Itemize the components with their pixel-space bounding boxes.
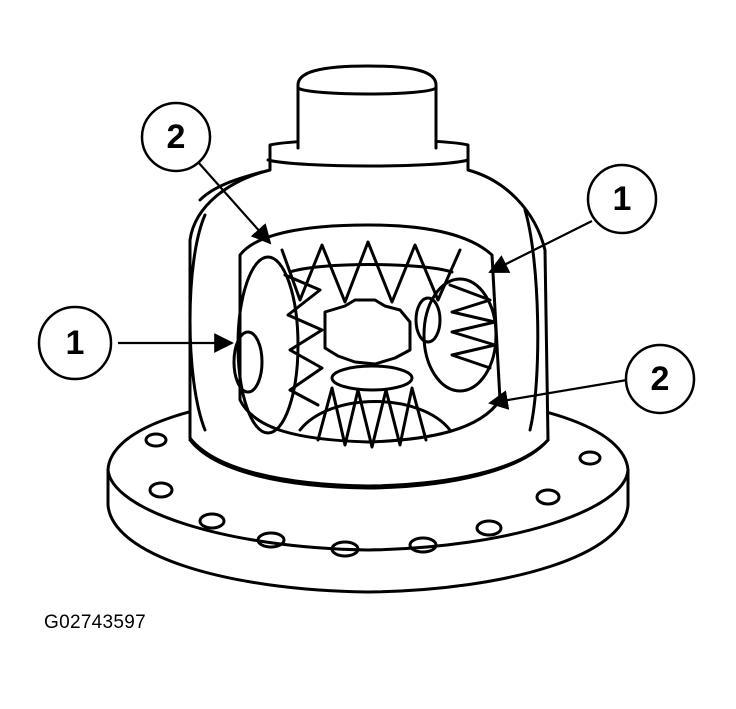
svg-text:1: 1: [66, 324, 85, 362]
callout-top-2: 2: [140, 101, 212, 173]
bottom-side-gear: [298, 364, 452, 449]
callout-right-1: 1: [586, 163, 658, 235]
callout-leader-lines: [118, 161, 628, 410]
flange-bolt-holes: [144, 432, 602, 558]
left-pinion-gear: [232, 255, 324, 435]
figure-code: G02743597: [44, 612, 147, 633]
top-side-gear: [280, 240, 462, 304]
pinion-cross-shaft: [323, 298, 412, 366]
case-hub: [296, 64, 438, 150]
callout-left-1: 1: [37, 305, 113, 381]
svg-text:2: 2: [651, 360, 670, 398]
callout-bottom-2: 2: [624, 343, 696, 415]
differential-body: [106, 64, 630, 594]
svg-text:1: 1: [613, 180, 632, 218]
svg-text:2: 2: [167, 118, 186, 156]
right-pinion-gear: [414, 277, 498, 393]
